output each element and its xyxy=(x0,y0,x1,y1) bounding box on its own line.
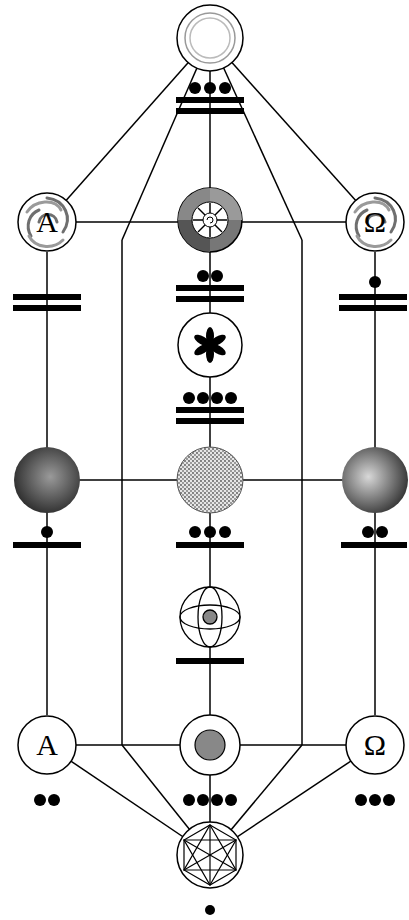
letter-circle: A xyxy=(17,192,77,252)
node-letter: Ω xyxy=(364,730,386,760)
swirl-stroke xyxy=(357,236,391,246)
crown-circle xyxy=(177,5,243,71)
numeral-marks xyxy=(13,82,407,915)
hexagram-circle xyxy=(177,822,243,888)
letter-circle: Ω xyxy=(345,192,405,252)
dotted-sphere xyxy=(177,447,243,513)
node-letter: A xyxy=(36,207,58,237)
tree-paths xyxy=(47,38,375,855)
node-letter: A xyxy=(36,730,58,760)
flower-circle xyxy=(178,313,242,377)
sun-circle xyxy=(178,188,242,252)
atom-circle xyxy=(180,587,240,647)
node-letter: Ω xyxy=(364,207,386,237)
swirl-stroke xyxy=(29,236,63,246)
light-sphere xyxy=(342,447,408,513)
earth-circle xyxy=(180,715,240,775)
dark-sphere xyxy=(14,447,80,513)
letter-circle: Ω xyxy=(345,715,405,775)
letter-circle: A xyxy=(17,715,77,775)
